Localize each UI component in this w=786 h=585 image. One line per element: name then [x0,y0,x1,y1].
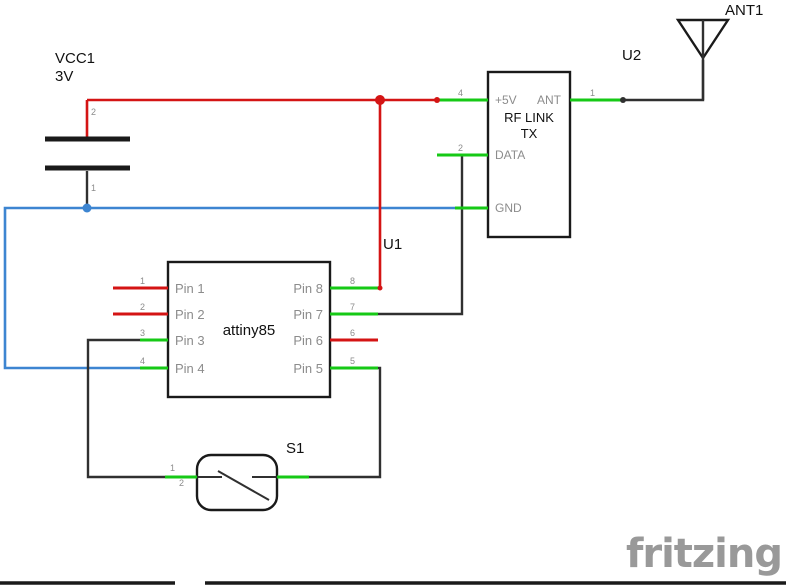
fritzing-watermark: fritzing [625,531,783,577]
mcu-pin2-label: Pin 2 [175,307,205,322]
rf-ant-pin-label: ANT [537,93,561,107]
ground-net-blue[interactable] [3,206,455,370]
mcu-pin6-number: 6 [350,328,356,338]
ground-wire-blue[interactable] [3,206,455,370]
junction-dots [82,95,626,291]
antenna-wire[interactable] [623,60,705,102]
mcu-pin1-number: 1 [139,276,145,286]
battery-bottom-pin-number: 1 [91,183,97,193]
data-wire[interactable] [378,155,464,316]
switch-pin2-number: 2 [179,478,185,488]
rf-link-pins[interactable] [437,98,623,210]
mcu-pin2-number: 2 [139,302,145,312]
switch-pin1-number: 1 [170,463,176,473]
mcu-pin4-number: 4 [139,356,145,366]
battery-value-label[interactable]: 3V [55,68,74,85]
power-net-red[interactable] [85,98,437,288]
switch-blade [217,470,270,501]
rf-ant-pin-number: 1 [590,88,596,98]
rf-data-pin-number: 2 [458,143,464,153]
mcu-pin8-label: Pin 8 [293,281,323,296]
rf-5v-pin-label: +5V [495,93,517,107]
attiny85-pins[interactable] [113,286,381,370]
rf-5v-pin-number: 4 [458,88,464,98]
mcu-pin3-label: Pin 3 [175,333,205,348]
mcu-ref-label[interactable]: U1 [383,236,403,253]
switch-symbol[interactable] [195,453,279,512]
antenna-ref-label[interactable]: ANT1 [725,2,764,19]
rf-link-body[interactable] [486,70,572,239]
attiny85-symbol[interactable] [166,260,332,399]
battery-top-pin-number: 2 [91,107,97,117]
antenna-symbol[interactable] [675,18,731,100]
red-junction-dot [375,95,385,105]
mcu-pin8-number: 8 [350,276,356,286]
pin5-to-switch-wire[interactable] [309,366,382,479]
rf-link-symbol[interactable] [486,70,572,239]
attiny85-body[interactable] [166,260,332,399]
switch-ref-label[interactable]: S1 [286,440,305,457]
red-endpoint-dot [434,97,440,103]
battery-symbol[interactable] [45,136,130,208]
rf-ref-label[interactable]: U2 [622,47,642,64]
mcu-pin3-number: 3 [139,328,145,338]
rf-title-line1: RF LINK [504,110,554,125]
blue-junction-dot [82,203,92,213]
pin8-endpoint-dot [377,285,383,291]
mcu-pin1-label: Pin 1 [175,281,205,296]
mcu-pin7-number: 7 [350,302,356,312]
mcu-pin6-label: Pin 6 [293,333,323,348]
mcu-pin5-number: 5 [350,356,356,366]
rf-title-line2: TX [520,126,538,141]
rf-data-pin-label: DATA [495,148,526,162]
rf-gnd-pin-label: GND [495,201,522,215]
mcu-name-label: attiny85 [222,322,276,339]
mcu-pin4-label: Pin 4 [175,361,205,376]
mcu-pin5-label: Pin 5 [293,361,323,376]
battery-ref-label[interactable]: VCC1 [55,50,96,67]
mcu-pin7-label: Pin 7 [293,307,323,322]
antenna-junction-dot [620,97,626,103]
pin3-to-switch-wire[interactable] [86,338,165,479]
